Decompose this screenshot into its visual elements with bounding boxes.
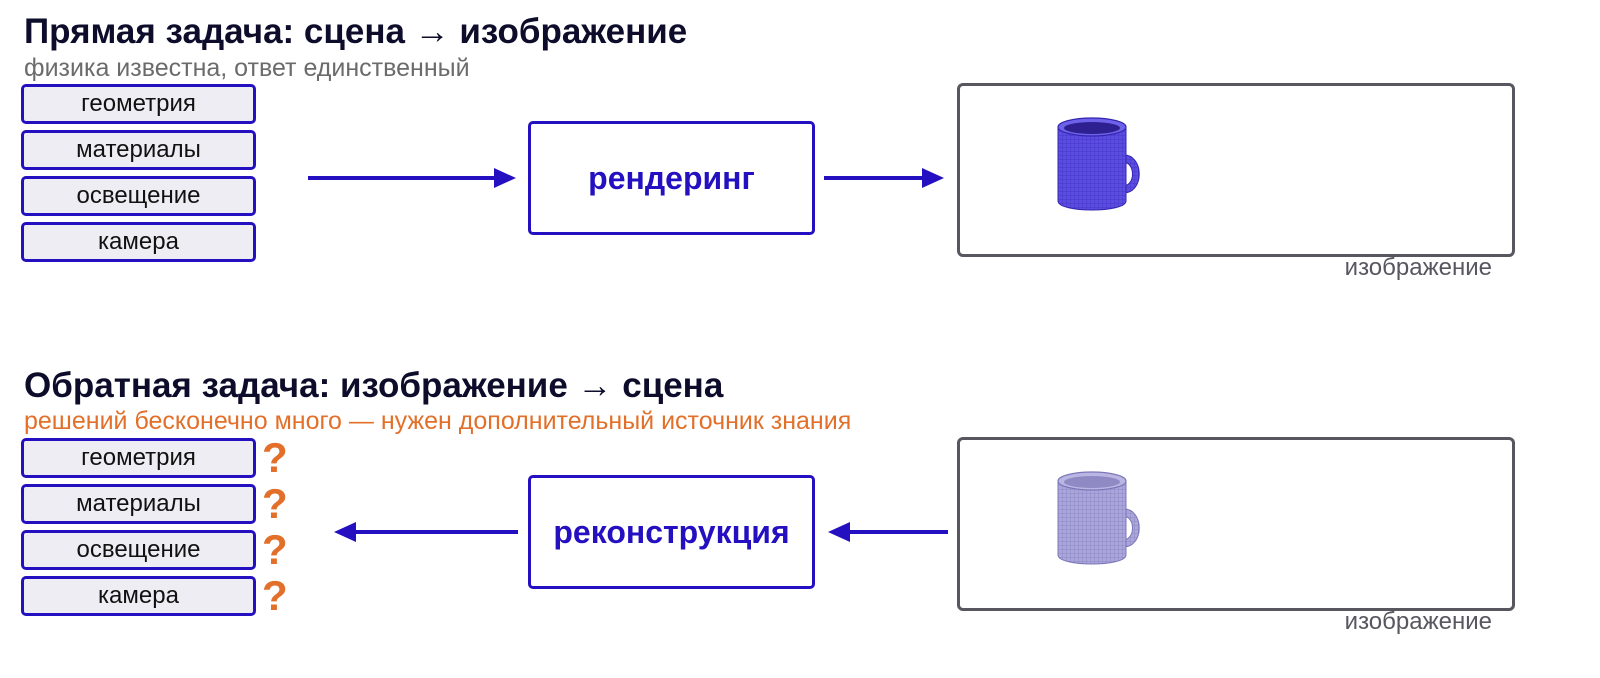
forward-image-frame (957, 83, 1515, 257)
inverse-image-caption: изображение (1344, 608, 1492, 635)
rendering-box: рендеринг (528, 121, 815, 235)
forward-param-lighting: освещение (21, 176, 256, 216)
unknown-materials-mark: ? (262, 480, 288, 527)
reconstruction-box: реконструкция (528, 475, 815, 589)
arrow-head-image-to-reconstruction (828, 522, 850, 542)
forward-param-geometry: геометрия (21, 84, 256, 124)
inverse-param-materials: материалы (21, 484, 256, 524)
inverse-title: Обратная задача: изображение → сцена (24, 366, 724, 405)
forward-param-camera: камера (21, 222, 256, 262)
unknown-camera-mark: ? (262, 572, 288, 619)
inverse-image-frame (957, 437, 1515, 611)
inverse-param-lighting: освещение (21, 530, 256, 570)
inverse-param-geometry: геометрия (21, 438, 256, 478)
forward-image-caption: изображение (1344, 254, 1492, 281)
inverse-subtitle: решений бесконечно много — нужен дополни… (24, 407, 852, 435)
forward-mug-image (1057, 117, 1140, 211)
arrow-head-params-to-rendering (494, 168, 516, 188)
unknown-lighting-mark: ? (262, 526, 288, 573)
arrow-head-rendering-to-image (922, 168, 944, 188)
arrow-head-reconstruction-to-params (334, 522, 356, 542)
inverse-param-camera: камера (21, 576, 256, 616)
inverse-mug-image (1057, 471, 1140, 565)
unknown-geometry-mark: ? (262, 434, 288, 481)
forward-subtitle: физика известна, ответ единственный (24, 54, 470, 82)
forward-param-materials: материалы (21, 130, 256, 170)
forward-title: Прямая задача: сцена → изображение (24, 12, 688, 51)
